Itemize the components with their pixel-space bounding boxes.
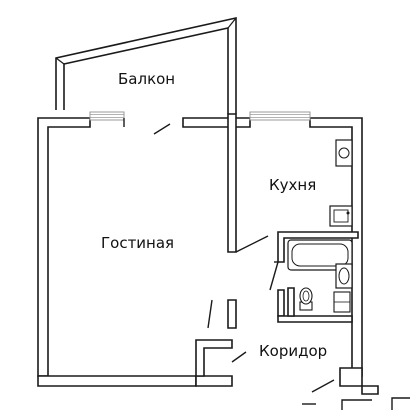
adjacent-stairwell bbox=[302, 397, 410, 410]
bathroom-wall bbox=[277, 289, 285, 317]
partition-living-kitchen bbox=[227, 113, 237, 253]
corridor-label: Коридор bbox=[259, 342, 327, 360]
balcony-door-leaf bbox=[153, 123, 171, 135]
kitchen-label: Кухня bbox=[269, 176, 316, 194]
entrance-wall bbox=[195, 375, 233, 387]
kitchen-stove bbox=[335, 139, 353, 167]
top-wall-segment bbox=[37, 117, 91, 377]
balcony bbox=[55, 17, 237, 114]
bottom-wall-right bbox=[339, 367, 363, 387]
bathtub bbox=[287, 239, 353, 271]
living-room-label: Гостиная bbox=[101, 234, 174, 252]
interior-walls bbox=[195, 113, 359, 377]
balcony-door-opening bbox=[123, 118, 171, 135]
door-leaves bbox=[207, 235, 335, 393]
closet-wall bbox=[195, 339, 233, 377]
toilet-wall bbox=[287, 287, 295, 317]
toilet bbox=[299, 287, 313, 311]
bathroom-wall bbox=[277, 315, 353, 323]
washbasin bbox=[335, 263, 353, 289]
balcony-wall-inner bbox=[63, 27, 229, 114]
kitchen-window bbox=[249, 111, 311, 121]
balcony-wall-cap bbox=[55, 57, 65, 65]
entrance-door-leaf bbox=[311, 379, 335, 393]
kitchen-door-leaf bbox=[235, 235, 269, 253]
living-room-window bbox=[89, 111, 125, 121]
top-wall-segment bbox=[182, 117, 251, 128]
entrance-wall bbox=[361, 385, 379, 395]
bottom-wall bbox=[37, 375, 197, 387]
balcony-wall bbox=[55, 17, 237, 114]
partition-living-kitchen-lower bbox=[227, 299, 237, 329]
bathroom-door-leaf bbox=[269, 261, 279, 291]
outer-walls bbox=[37, 117, 379, 395]
living-room-door-leaf bbox=[207, 299, 213, 329]
balcony-label: Балкон bbox=[118, 70, 175, 88]
water-heater bbox=[333, 291, 351, 313]
balcony-wall-cap bbox=[227, 17, 237, 29]
corridor-door-leaf bbox=[231, 351, 247, 363]
kitchen-sink bbox=[329, 205, 353, 227]
